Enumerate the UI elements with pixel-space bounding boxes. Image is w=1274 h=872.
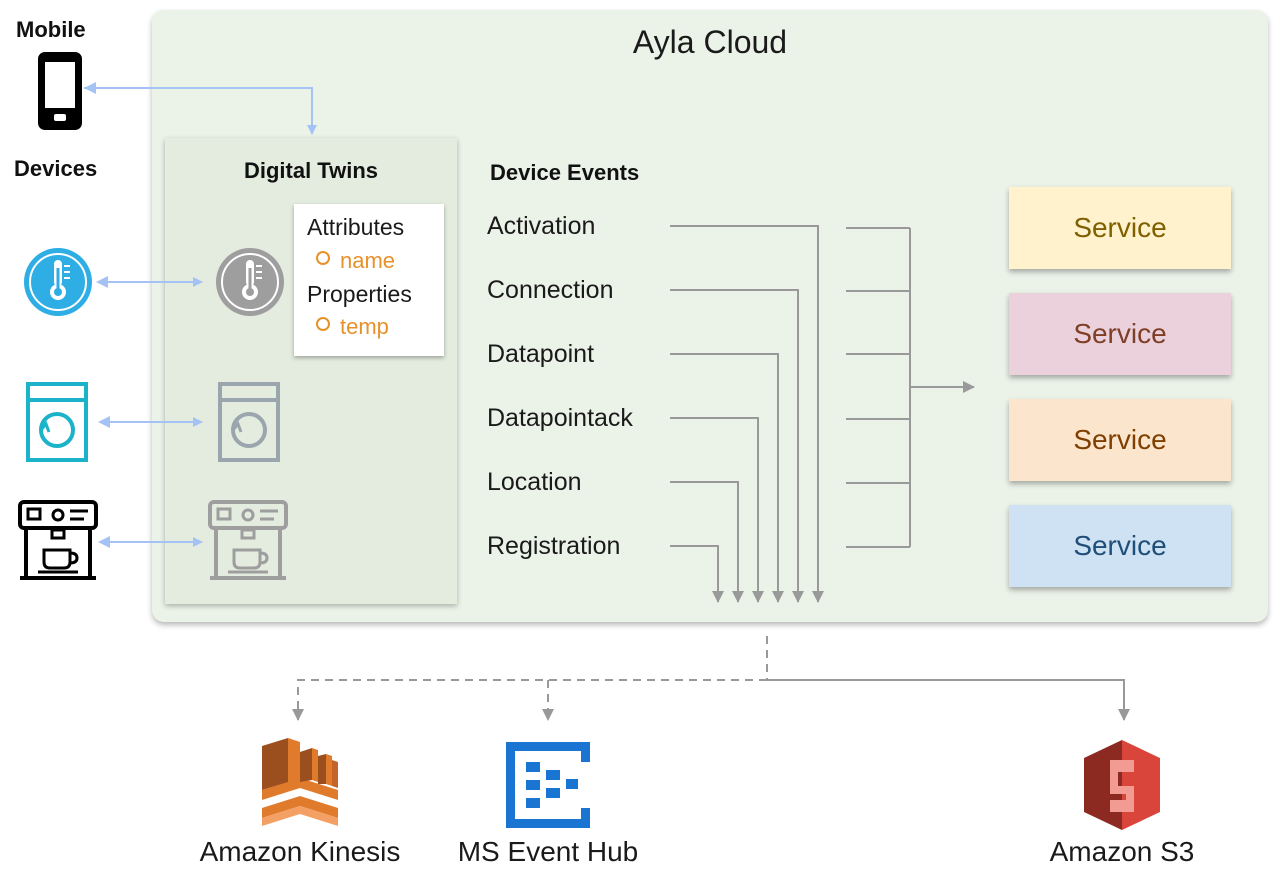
device-twin-connectors [96,276,203,548]
service-box-blue: Service [1009,505,1231,587]
service-box-peach: Service [1009,399,1231,481]
coffee-machine-device-icon [18,500,98,580]
thermometer-twin-icon [216,248,284,316]
ms-event-hub-icon [506,742,590,828]
property-item: temp [316,314,389,340]
bullet-icon [316,317,330,331]
mobile-phone-icon [38,52,82,130]
event-flow-lines [670,225,824,603]
service-box-pink: Service [1009,293,1231,375]
service-box-yellow: Service [1009,187,1231,269]
services-bracket [846,227,975,548]
event-datapoint: Datapoint [487,340,595,368]
bullet-icon [316,251,330,265]
event-registration: Registration [487,532,621,560]
mobile-connector [84,82,317,135]
properties-heading: Properties [307,281,412,307]
devices-label: Devices [14,156,98,181]
amazon-kinesis-icon [262,738,338,826]
output-connectors [292,636,1130,721]
event-connection: Connection [487,276,614,304]
service-label: Service [1073,212,1167,243]
attributes-heading: Attributes [307,214,405,240]
attribute-item-text: name [340,248,396,273]
device-events-title: Device Events [490,160,640,185]
washer-device-icon [26,382,88,462]
amazon-s3-icon [1084,740,1160,830]
cloud-title: Ayla Cloud [632,24,788,60]
amazon-kinesis-label: Amazon Kinesis [199,836,401,867]
coffee-machine-twin-icon [208,500,288,580]
washer-twin-icon [218,382,280,462]
mobile-label: Mobile [16,17,86,42]
twin-attributes-card: Attributes name Properties temp [294,204,444,356]
service-label: Service [1073,424,1167,455]
digital-twins-title: Digital Twins [243,158,379,183]
event-activation: Activation [487,212,596,240]
event-datapointack: Datapointack [487,404,633,432]
ms-event-hub-label: MS Event Hub [457,836,639,867]
event-location: Location [487,468,582,496]
thermometer-device-icon [24,248,92,316]
service-label: Service [1073,318,1167,349]
service-label: Service [1073,530,1167,561]
property-item-text: temp [340,314,389,339]
attribute-item: name [316,248,395,274]
amazon-s3-label: Amazon S3 [1049,836,1195,867]
